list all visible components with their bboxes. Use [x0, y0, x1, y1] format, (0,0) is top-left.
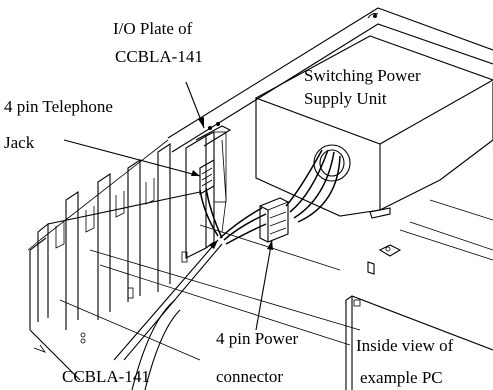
inside-view-label-line1: Inside view of — [356, 336, 454, 355]
psu-label-line1: Switching Power — [304, 66, 421, 85]
jack-label-line2: Jack — [4, 133, 35, 152]
expansion-card-slots — [37, 142, 201, 344]
callout-lines — [63, 81, 273, 361]
power-supply-unit — [254, 35, 493, 275]
power-connector-label-line2: connector — [216, 367, 283, 386]
pc-chassis — [27, 7, 493, 390]
psu-label-line2: Supply Unit — [304, 89, 387, 108]
card-label: CCBLA-141 — [62, 367, 150, 386]
io-plate-label-line2: CCBLA-141 — [115, 47, 203, 66]
diagram-labels: I/O Plate of CCBLA-141 Switching Power S… — [4, 19, 454, 387]
jack-label-line1: 4 pin Telephone — [4, 97, 113, 116]
four-pin-power-connector — [259, 197, 289, 243]
power-connector-label-line1: 4 pin Power — [216, 329, 299, 348]
ccbla-141-card — [185, 122, 232, 259]
inside-view-label-line2: example PC — [360, 368, 443, 387]
io-plate-label-line1: I/O Plate of — [113, 19, 193, 38]
power-cable — [199, 149, 341, 245]
inside-view-panel — [345, 295, 493, 390]
